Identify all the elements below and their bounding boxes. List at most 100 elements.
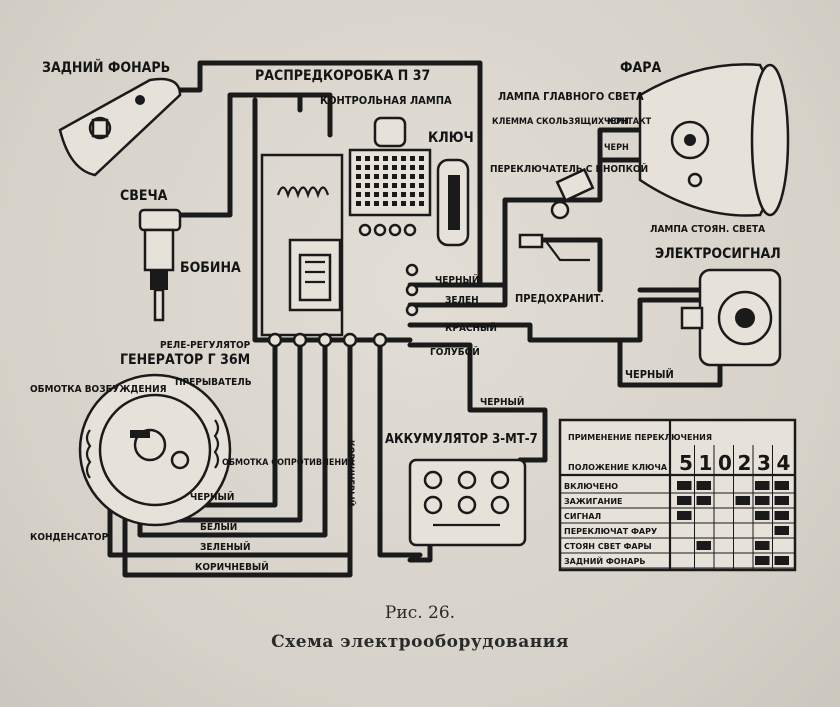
label-junction-box: РАСПРЕДКОРОБКА П 37 (255, 68, 430, 84)
key-grid-dot (419, 183, 424, 188)
key-grid-dot (356, 183, 361, 188)
table-position-4: 4 (777, 451, 791, 475)
table-row-label: ЗАЖИГАНИЕ (564, 497, 623, 506)
key-grid-dot (374, 165, 379, 170)
table-row-label: ЗАДНИЙ ФОНАРЬ (564, 555, 645, 566)
label-coil: БОБИНА (180, 260, 241, 276)
key-grid-dot (419, 201, 424, 206)
generator (78, 373, 232, 527)
key-grid-dot (419, 192, 424, 197)
horn (680, 268, 782, 367)
table-position-2: 2 (738, 451, 752, 475)
label-main-beam-lamp: ЛАМПА ГЛАВНОГО СВЕТА (498, 90, 644, 103)
key-grid-dot (392, 201, 397, 206)
label-rear-lamp: ЗАДНИЙ ФОНАРЬ (42, 59, 170, 76)
table-position-3: 3 (757, 451, 771, 475)
key-grid-dot (419, 165, 424, 170)
label-key: КЛЮЧ (428, 130, 474, 146)
key-grid-dot (392, 174, 397, 179)
key-grid-dot (356, 156, 361, 161)
rear-lamp (58, 77, 182, 177)
key-grid-dot (383, 156, 388, 161)
table-cell-filled (774, 526, 789, 535)
table-cell-filled (677, 481, 692, 490)
key-grid-dot (401, 183, 406, 188)
key-grid-dot (374, 201, 379, 206)
key-grid-dot (410, 156, 415, 161)
switch-with-button (518, 167, 595, 262)
wire-black-1: ЧЕРНЫЙ (435, 273, 479, 286)
key-grid-dot (410, 192, 415, 197)
label-condenser: КОНДЕНСАТОР (30, 532, 109, 543)
headlight (638, 63, 790, 217)
wire-black-batt: ЧЕРНЫЙ (480, 395, 524, 408)
table-cell-filled (696, 481, 711, 490)
key-grid-dot (365, 174, 370, 179)
table-row-label: СИГНАЛ (564, 512, 601, 521)
key-grid-dot (419, 156, 424, 161)
table-row-label: ПЕРЕКЛЮЧАТ ФАРУ (564, 527, 657, 536)
table-cell-filled (696, 541, 711, 550)
labels: ЗАДНИЙ ФОНАРЬ РАСПРЕДКОРОБКА П 37 КОНТРО… (30, 59, 781, 573)
label-relay-regulator: РЕЛЕ-РЕГУЛЯТОР (160, 340, 251, 351)
wire-brown-vertical: КОРИЧНЕВЫЙ (345, 440, 357, 507)
key-grid-dot (356, 174, 361, 179)
key-grid-dot (410, 201, 415, 206)
key-grid-dot (365, 201, 370, 206)
label-switch-with-button: ПЕРЕКЛЮЧАТЕЛЬ С КНОПКОЙ (490, 162, 648, 175)
key-grid-dot (410, 165, 415, 170)
label-sliding-contact-clamp: КЛЕММА СКОЛЬЗЯЩИХ КОНТАКТ (492, 117, 652, 127)
key-grid-dot (392, 192, 397, 197)
label-resistance-winding: ОБМОТКА СОПРОТИВЛЕНИЯ (222, 458, 354, 468)
key-grid-dot (410, 174, 415, 179)
key-grid-dot (419, 174, 424, 179)
table-cell-filled (755, 556, 770, 565)
table-cell-filled (774, 496, 789, 505)
key-grid-dot (383, 165, 388, 170)
table-row-label: ВКЛЮЧЕНО (564, 482, 618, 491)
key-grid-dot (356, 192, 361, 197)
wires (107, 60, 723, 578)
label-breaker: ПРЕРЫВАТЕЛЬ (175, 377, 252, 388)
table-cell-filled (774, 556, 789, 565)
key-grid-dot (365, 183, 370, 188)
wire-black-gen: ЧЕРНЫЙ (190, 490, 234, 503)
key-grid-dot (392, 156, 397, 161)
key-grid-dot (365, 156, 370, 161)
spark-plug (138, 208, 182, 322)
label-generator: ГЕНЕРАТОР Г 36М (120, 352, 250, 368)
label-spark-plug: СВЕЧА (120, 188, 168, 204)
key-grid-dot (374, 174, 379, 179)
table-cell-filled (755, 511, 770, 520)
table-cell-filled (735, 496, 750, 505)
table-title-line: ПРИМЕНЕНИЕ ПЕРЕКЛЮЧЕНИЯ (568, 433, 712, 442)
key-grid-dot (356, 201, 361, 206)
key-grid-dot (383, 174, 388, 179)
wire-white-gen: БЕЛЫЙ (200, 520, 237, 533)
table-cell-filled (755, 481, 770, 490)
wire-green-gen: ЗЕЛЕНЫЙ (200, 540, 251, 553)
figure-title: Схема электрооборудования (271, 632, 569, 652)
wire-red-1: КРАСНЫЙ (445, 321, 497, 334)
label-horn: ЭЛЕКТРОСИГНАЛ (655, 246, 781, 262)
table-cell-filled (755, 496, 770, 505)
switch-table: ПРИМЕНЕНИЕ ПЕРЕКЛЮЧЕНИЯ ПОЛОЖЕНИЕ КЛЮЧА … (558, 418, 797, 572)
key-grid-dot (374, 183, 379, 188)
key-grid-dot (401, 165, 406, 170)
key-grid-dot (410, 183, 415, 188)
table-position-label: ПОЛОЖЕНИЕ КЛЮЧА (568, 463, 668, 472)
table-cell-filled (696, 496, 711, 505)
table-position-5: 5 (679, 451, 693, 475)
key-grid-dot (365, 165, 370, 170)
table-position-0: 0 (718, 451, 732, 475)
label-headlight: ФАРА (620, 60, 661, 76)
table-row-label: СТОЯН СВЕТ ФАРЫ (564, 542, 652, 551)
table-cell-filled (774, 481, 789, 490)
wire-black-horn: ЧЕРНЫЙ (625, 368, 674, 381)
key-grid-dot (374, 156, 379, 161)
key-grid-dot (383, 192, 388, 197)
table-position-1: 1 (699, 451, 713, 475)
table-cell-filled (677, 496, 692, 505)
figure-number: Рис. 26. (384, 603, 456, 623)
